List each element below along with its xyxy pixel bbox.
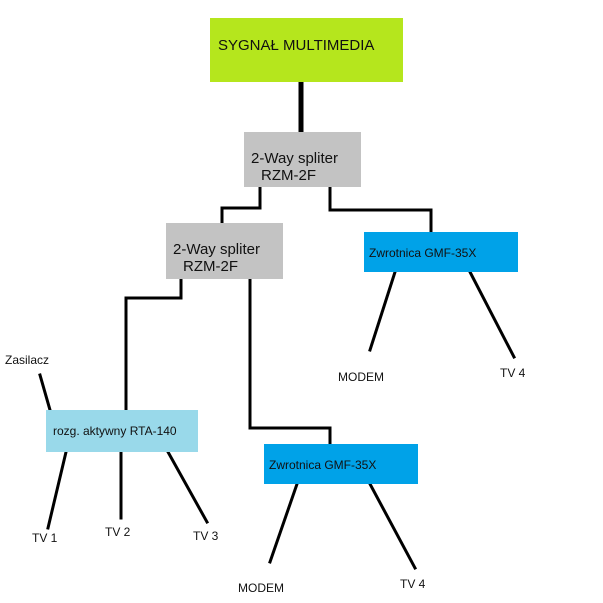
modem-1-label: MODEM xyxy=(338,370,384,384)
wire-splitter2-zwrotnica2 xyxy=(248,277,332,446)
wire-tv1 xyxy=(46,450,68,530)
active-splitter-label: rozg. aktywny RTA-140 xyxy=(53,424,177,438)
zwrotnica-1-box: Zwrotnica GMF-35X xyxy=(364,232,518,272)
zasilacz-label: Zasilacz xyxy=(5,353,50,367)
wire-tv4-1 xyxy=(467,269,517,360)
zwrotnica-2-box: Zwrotnica GMF-35X xyxy=(264,444,418,484)
tv2-label: TV 2 xyxy=(105,525,131,539)
wire-tv3 xyxy=(165,449,210,525)
tv4-1-label: TV 4 xyxy=(500,366,526,380)
tv1-label: TV 1 xyxy=(32,531,58,545)
splitter-2-box: 2-Way spliter RZM-2F xyxy=(166,223,283,279)
modem-2-label: MODEM xyxy=(238,581,284,595)
wire-splitter2-rozgaleznik xyxy=(124,277,183,412)
wire-modem1 xyxy=(368,270,397,352)
splitter-1-name: 2-Way spliter xyxy=(251,150,338,167)
wire-zasilacz xyxy=(38,373,52,412)
wire-modem2 xyxy=(268,482,299,564)
active-splitter-box: rozg. aktywny RTA-140 xyxy=(46,410,198,452)
splitter-1-model: RZM-2F xyxy=(261,167,316,184)
zwrotnica-2-label: Zwrotnica GMF-35X xyxy=(269,458,377,472)
splitter-2-model: RZM-2F xyxy=(183,258,238,275)
tv3-label: TV 3 xyxy=(193,529,219,543)
signal-source-label: SYGNAŁ MULTIMEDIA xyxy=(218,37,375,54)
wire-tv4-2 xyxy=(367,481,418,571)
wire-splitter1-splitter2 xyxy=(220,185,262,225)
splitter-1-box: 2-Way spliter RZM-2F xyxy=(244,132,361,187)
tv4-2-label: TV 4 xyxy=(400,577,426,591)
zwrotnica-1-label: Zwrotnica GMF-35X xyxy=(369,246,477,260)
signal-source-box: SYGNAŁ MULTIMEDIA xyxy=(210,18,403,82)
wire-splitter1-zwrotnica1 xyxy=(328,185,433,234)
splitter-2-name: 2-Way spliter xyxy=(173,241,260,258)
